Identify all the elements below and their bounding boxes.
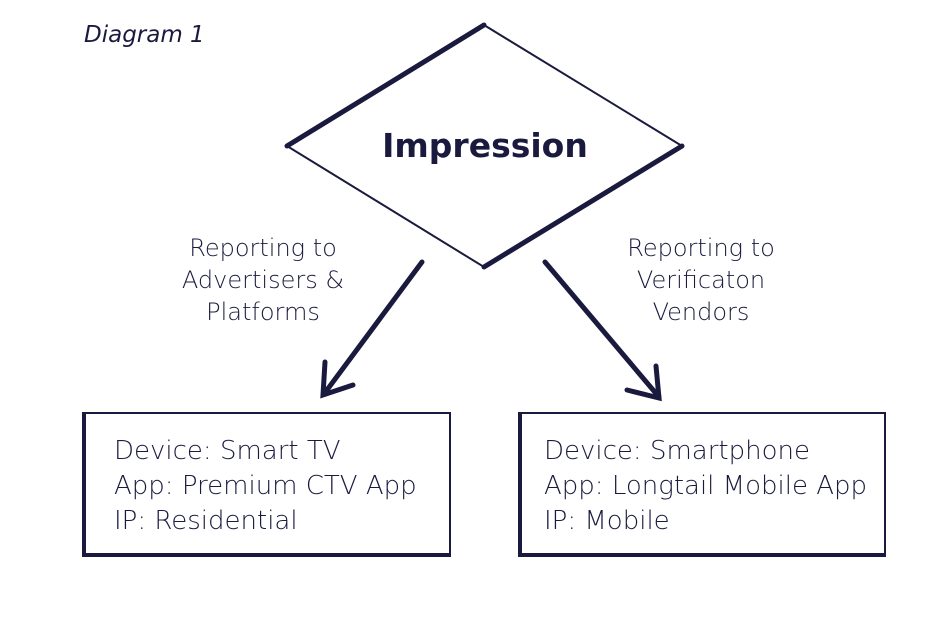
app-line: App: Longtail Mobile App bbox=[544, 471, 868, 501]
app-line: App: Premium CTV App bbox=[114, 471, 417, 501]
impression-label: Impression bbox=[382, 126, 588, 165]
branch-label-line: Advertisers & bbox=[181, 266, 345, 294]
box-lines: Device: Smartphone App: Longtail Mobile … bbox=[544, 434, 867, 539]
arrow-right bbox=[542, 259, 662, 402]
device-line: Device: Smartphone bbox=[544, 436, 810, 466]
branch-label-line: Vendors bbox=[652, 298, 750, 326]
branch-label-verification: Reporting to Verificaton Vendors bbox=[606, 232, 796, 328]
device-line: Device: Smart TV bbox=[114, 436, 341, 466]
diamond-edge-upper-left bbox=[284, 22, 487, 149]
diamond-edge-lower-right bbox=[481, 143, 685, 270]
result-box-ctv: Device: Smart TV App: Premium CTV App IP… bbox=[82, 412, 451, 557]
ip-line: IP: Residential bbox=[114, 506, 298, 536]
result-box-mobile: Device: Smartphone App: Longtail Mobile … bbox=[518, 412, 886, 557]
ip-line: IP: Mobile bbox=[544, 506, 670, 536]
branch-label-line: Reporting to bbox=[627, 234, 775, 262]
arrow-left bbox=[320, 259, 425, 399]
branch-label-line: Reporting to bbox=[189, 234, 337, 262]
branch-label-line: Verificaton bbox=[636, 266, 766, 294]
branch-label-line: Platforms bbox=[206, 298, 320, 326]
diagram-caption: Diagram 1 bbox=[84, 22, 205, 48]
branch-label-advertisers: Reporting to Advertisers & Platforms bbox=[168, 232, 358, 328]
box-lines: Device: Smart TV App: Premium CTV App IP… bbox=[114, 434, 417, 539]
